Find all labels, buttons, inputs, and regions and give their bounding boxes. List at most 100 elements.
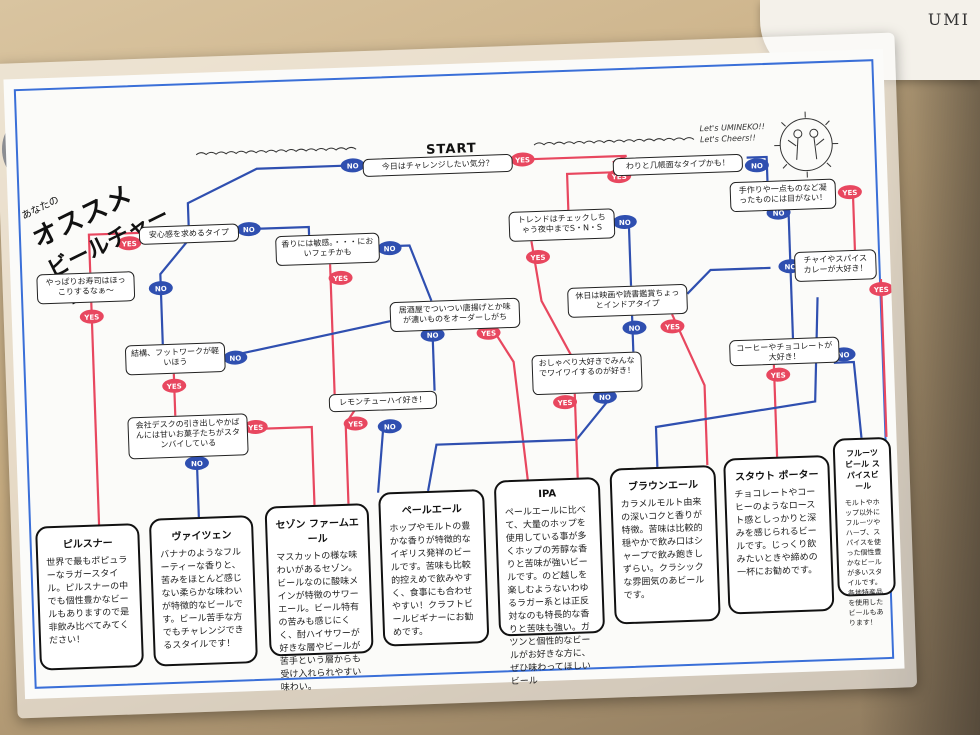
cheers-line-2: Let's Cheers!! (700, 133, 756, 144)
flow-connector (425, 392, 618, 491)
badge-label: YES (514, 156, 530, 165)
result-pilsner[interactable]: ピルスナー 世界で最もポピュラーなラガースタイル。ピルスナーの中でも個性豊かなビ… (35, 523, 144, 671)
badge-label: YES (556, 399, 572, 408)
cheers-line-1: Let's UMINEKO!! (699, 122, 765, 133)
result-stout-porter[interactable]: スタウト ポーター チョコレートやコーヒーのようなロースト感としっかりと深みを感… (723, 455, 834, 615)
yes-badge: YES (162, 378, 186, 393)
wave-left (196, 147, 356, 155)
badge-label: NO (384, 423, 396, 431)
question-sushi: やっぱりお寿司はほっこりするなぁ〜 (36, 271, 135, 304)
wave-right (534, 137, 694, 145)
result-title: スタウト ポーター (733, 465, 819, 483)
badge-label: YES (480, 330, 496, 339)
no-badge: NO (237, 222, 261, 237)
badge-label: NO (427, 332, 439, 340)
flow-connector (838, 192, 855, 250)
no-badge: NO (377, 241, 401, 256)
flow-connector (834, 362, 862, 439)
badge-label: NO (619, 219, 631, 227)
flow-connector (224, 321, 391, 357)
result-title: ヴァイツェン (159, 525, 243, 543)
question-aroma: 香りには敏感。・・・においフェチかも (275, 233, 380, 267)
badge-label: NO (347, 162, 359, 170)
result-description: 世界で最もポピュラーなラガースタイル。ピルスナーの中でも個性豊かなビールもありま… (46, 554, 133, 648)
badge-label: YES (347, 420, 363, 429)
badge-label: YES (873, 286, 889, 295)
flow-connector (881, 279, 887, 437)
badge-label: YES (841, 189, 857, 198)
no-badge: NO (185, 456, 209, 471)
result-description: カラメルモルト由来の深いコクと香りが特徴。苦味は比較的穏やかで飲み口はシャープで… (620, 496, 710, 603)
flow-connector (672, 313, 707, 466)
flow-connector (789, 212, 793, 338)
badge-label: YES (770, 371, 786, 380)
badge-label: YES (529, 254, 545, 263)
result-description: バナナのようなフルーティーな香りと、苦みをほとんど感じない柔らかな味わいが特徴的… (160, 546, 248, 653)
question-lemon-chuhai: レモンチューハイ好き！ (329, 391, 438, 413)
result-ipa[interactable]: IPA ペールエールに比べて、大量のホップを使用している事が多くホップの芳醇な香… (494, 477, 605, 637)
flow-connector (492, 328, 527, 481)
cheers-text: Let's UMINEKO!! Let's Cheers!! (699, 121, 765, 145)
yes-badge: YES (80, 309, 104, 324)
badge-label: NO (384, 245, 396, 253)
badge-label: YES (166, 383, 182, 392)
badge-label: NO (191, 460, 203, 468)
no-badge: NO (340, 158, 364, 173)
yes-badge: YES (766, 367, 790, 382)
result-title: IPA (504, 487, 590, 501)
flow-connector (376, 422, 386, 492)
badge-label: YES (664, 323, 680, 332)
result-brown-ale[interactable]: ブラウンエール カラメルモルト由来の深いコクと香りが特徴。苦味は比較的穏やかで飲… (609, 465, 720, 625)
result-title: セゾン ファームエール (275, 513, 360, 546)
result-fruit-spice[interactable]: フルーツビール スパイスビール モルトやホップ以外にフルーツやハーブ、スパイスを… (832, 437, 895, 597)
question-chatty: おしゃべり大好きでみんなでワイワイするのが好き！ (531, 351, 642, 395)
result-description: チョコレートやコーヒーのようなロースト感としっかりと深みを感じられるビールです。… (734, 486, 823, 580)
question-footwork: 結構、フットワークが軽いほう (125, 342, 226, 375)
question-trend: トレンドはチェックしちゃう夜中までS・N・S (508, 208, 615, 242)
result-description: モルトやホップ以外にフルーツやハーブ、スパイスを使った個性豊かなビールが多いスタ… (845, 497, 888, 628)
beer-flowchart-sheet: NO YES NO YES NO YES NO NO YES NO YES YES NO NO YES YES… (3, 49, 904, 699)
result-saison[interactable]: セゾン ファームエール マスカットの様な味わいがあるセゾン。ビールなのに酸味メイ… (265, 503, 374, 657)
flow-connector (248, 427, 315, 507)
result-description: マスカットの様な味わいがあるセゾン。ビールなのに酸味メインが特徴のサワーエール。… (276, 549, 365, 695)
badge-label: YES (83, 313, 99, 322)
result-description: ペールエールに比べて、大量のホップを使用している事が多くホップの芳醇な香りと苦味… (505, 504, 597, 689)
no-badge: NO (378, 419, 402, 434)
no-badge: NO (613, 215, 637, 230)
question-izakaya: 居酒屋でついつい唐揚げとか味が濃いものをオーダーしがち (389, 298, 520, 333)
yes-badge: YES (328, 270, 352, 285)
no-badge: NO (149, 281, 173, 296)
yes-badge: YES (510, 152, 534, 167)
result-title: ピルスナー (45, 533, 129, 551)
badge-label: YES (247, 424, 263, 433)
result-title: ペールエール (388, 499, 474, 517)
flow-connector (187, 165, 365, 225)
badge-label: NO (628, 324, 640, 332)
badge-label: YES (332, 275, 348, 284)
yes-badge: YES (526, 250, 550, 265)
result-title: フルーツビール スパイスビール (843, 447, 883, 492)
result-weizen[interactable]: ヴァイツェン バナナのようなフルーティーな香りと、苦みをほとんど感じない柔らかな… (149, 515, 258, 667)
cheers-illustration-icon (765, 108, 847, 181)
result-description: ホップやモルトの豊かな香りが特徴的なイギリス発祥のビールです。苦味も比較的控えめ… (389, 520, 479, 640)
badge-label: NO (243, 226, 255, 234)
badge-label: NO (751, 162, 763, 170)
question-handmade: 手作りや一点ものなど凝ったものには目がない！ (729, 179, 836, 213)
yes-badge: YES (838, 185, 862, 200)
question-reassurance: 安心感を求めるタイプ (139, 223, 240, 244)
yes-badge: YES (343, 416, 367, 431)
badge-label: NO (155, 285, 167, 293)
question-coffee: コーヒーやチョコレートが大好き！ (729, 337, 840, 367)
flow-connector (575, 394, 578, 478)
flow-connector (91, 303, 99, 525)
result-title: ブラウンエール (620, 475, 706, 493)
badge-label: NO (229, 354, 241, 362)
coaster-text: UMI (928, 10, 970, 29)
flow-connector (687, 268, 772, 294)
yes-badge: YES (553, 395, 577, 410)
no-badge: NO (622, 320, 646, 335)
badge-label: NO (599, 394, 611, 402)
question-chai: チャイやスパイスカレーが大好き！ (794, 249, 877, 282)
result-pale-ale[interactable]: ペールエール ホップやモルトの豊かな香りが特徴的なイギリス発祥のビールです。苦味… (378, 489, 489, 647)
question-indoor: 休日は映画や読書鑑賞ちょっとインドアタイプ (567, 284, 688, 318)
